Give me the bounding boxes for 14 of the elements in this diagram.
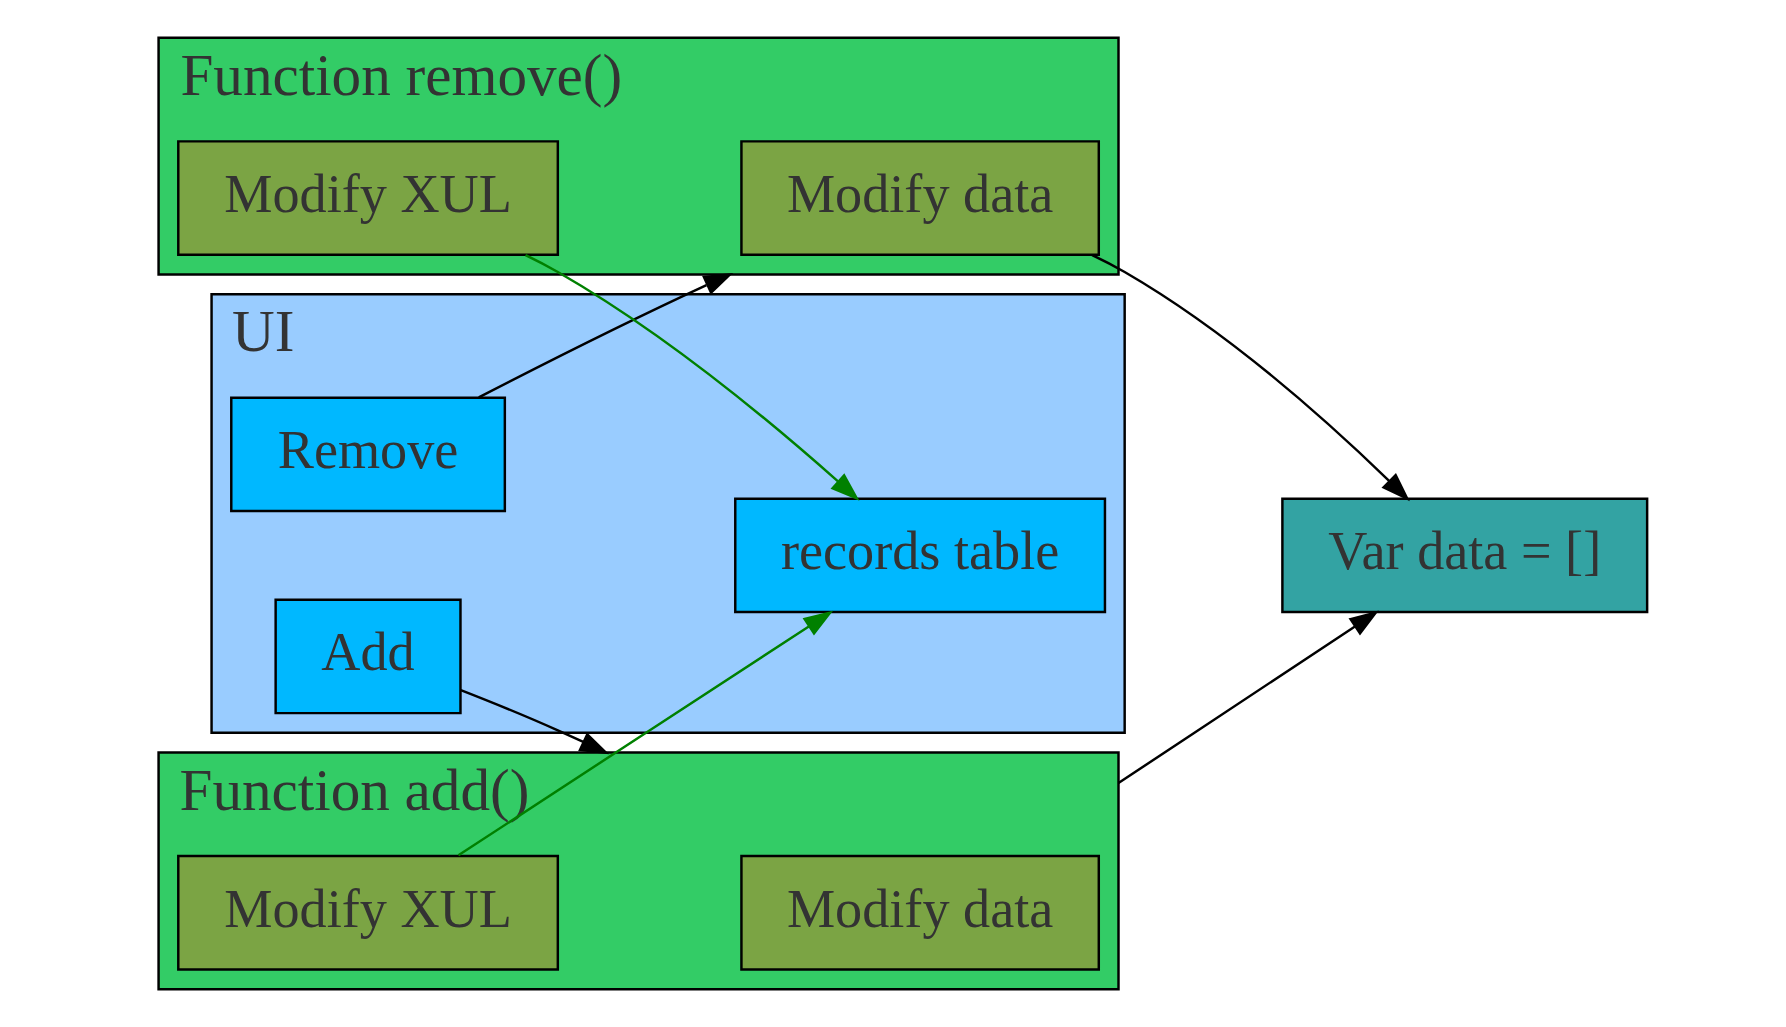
node-box: Modify XUL [177, 854, 560, 971]
node-box: Var data = [] [1281, 497, 1649, 614]
arrow [460, 688, 610, 755]
node-box: Remove [230, 396, 507, 513]
arrow [457, 610, 834, 857]
arrow [1117, 610, 1379, 785]
node-box: Modify data [740, 140, 1100, 256]
node-box: Add [274, 598, 462, 715]
node-box: Modify data [740, 854, 1100, 971]
arrow [478, 272, 734, 399]
arrow [1091, 253, 1410, 502]
node-box: records table [734, 497, 1107, 614]
arrow [525, 253, 860, 501]
node-box: Modify XUL [177, 140, 560, 256]
